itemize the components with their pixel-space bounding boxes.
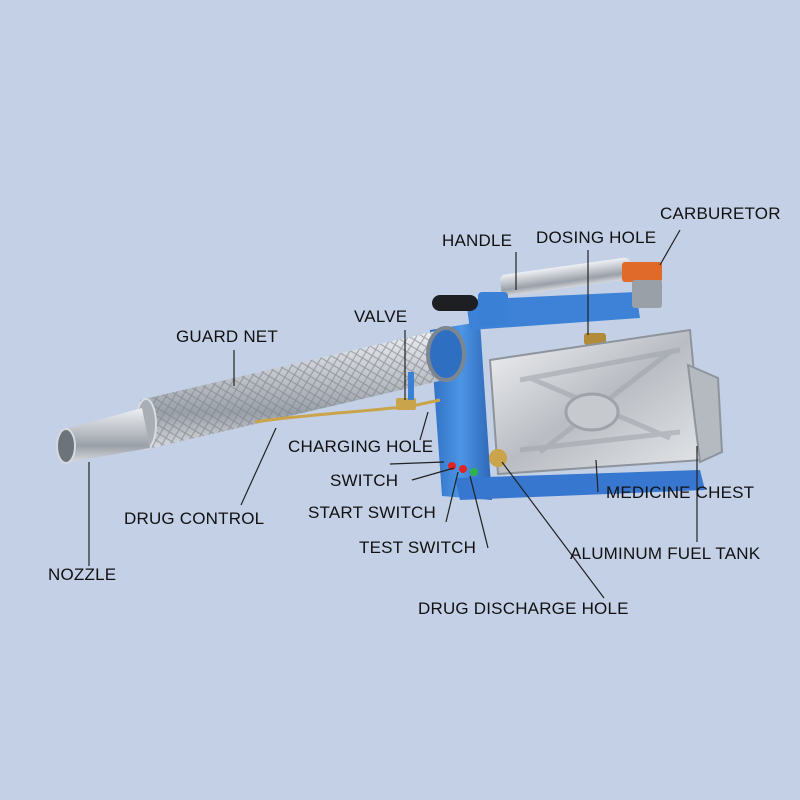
label-aluminum-fuel-tank: ALUMINUM FUEL TANK: [570, 544, 761, 563]
label-drug-discharge-hole: DRUG DISCHARGE HOLE: [418, 599, 629, 618]
leader-test-switch: [469, 475, 489, 549]
chest-x-pattern: [519, 347, 681, 454]
nozzle-opening: [56, 428, 76, 464]
leader-charging-hole: [419, 411, 429, 441]
leader-start-switch: [445, 471, 459, 523]
label-charging-hole: CHARGING HOLE: [288, 437, 434, 456]
fuel-tank-side: [686, 363, 724, 464]
nozzle-tube: [62, 408, 150, 462]
handle-bracket: [466, 292, 640, 330]
chest-center-emboss: [564, 392, 620, 432]
handle-grip: [432, 295, 478, 311]
leader-lines: [88, 229, 698, 599]
leader-medicine-chest: [595, 459, 599, 493]
dosing-cap: [584, 333, 606, 345]
label-dosing-hole: DOSING HOLE: [536, 228, 657, 247]
leader-drug-discharge: [501, 461, 605, 599]
carburetor-body: [632, 280, 662, 308]
label-medicine-chest: MEDICINE CHEST: [606, 483, 755, 502]
test-switch-button: [470, 468, 478, 476]
carburetor-block: [622, 262, 662, 282]
label-handle: HANDLE: [442, 231, 513, 250]
switch-button: [459, 465, 467, 473]
valve-lever: [408, 372, 414, 400]
leader-switch-2: [411, 467, 455, 481]
label-guard-net: GUARD NET: [176, 327, 278, 346]
label-valve: VALVE: [354, 307, 408, 326]
label-test-switch: TEST SWITCH: [359, 538, 477, 557]
label-drug-control: DRUG CONTROL: [124, 509, 265, 528]
fogger-machine: [56, 257, 724, 500]
handle-mount: [478, 292, 508, 326]
leader-carburetor: [659, 229, 681, 266]
label-carburetor: CARBURETOR: [660, 204, 781, 223]
label-nozzle: NOZZLE: [48, 565, 117, 584]
leader-switch: [389, 461, 445, 465]
leader-drug-control: [240, 427, 277, 506]
frame-base: [455, 470, 705, 500]
label-start-switch: START SWITCH: [308, 503, 437, 522]
handle-bar: [499, 257, 633, 297]
guard-net-flange: [426, 326, 466, 382]
label-switch: SWITCH: [330, 471, 399, 490]
valve-body: [396, 398, 416, 410]
guard-net-mesh: [140, 330, 452, 448]
